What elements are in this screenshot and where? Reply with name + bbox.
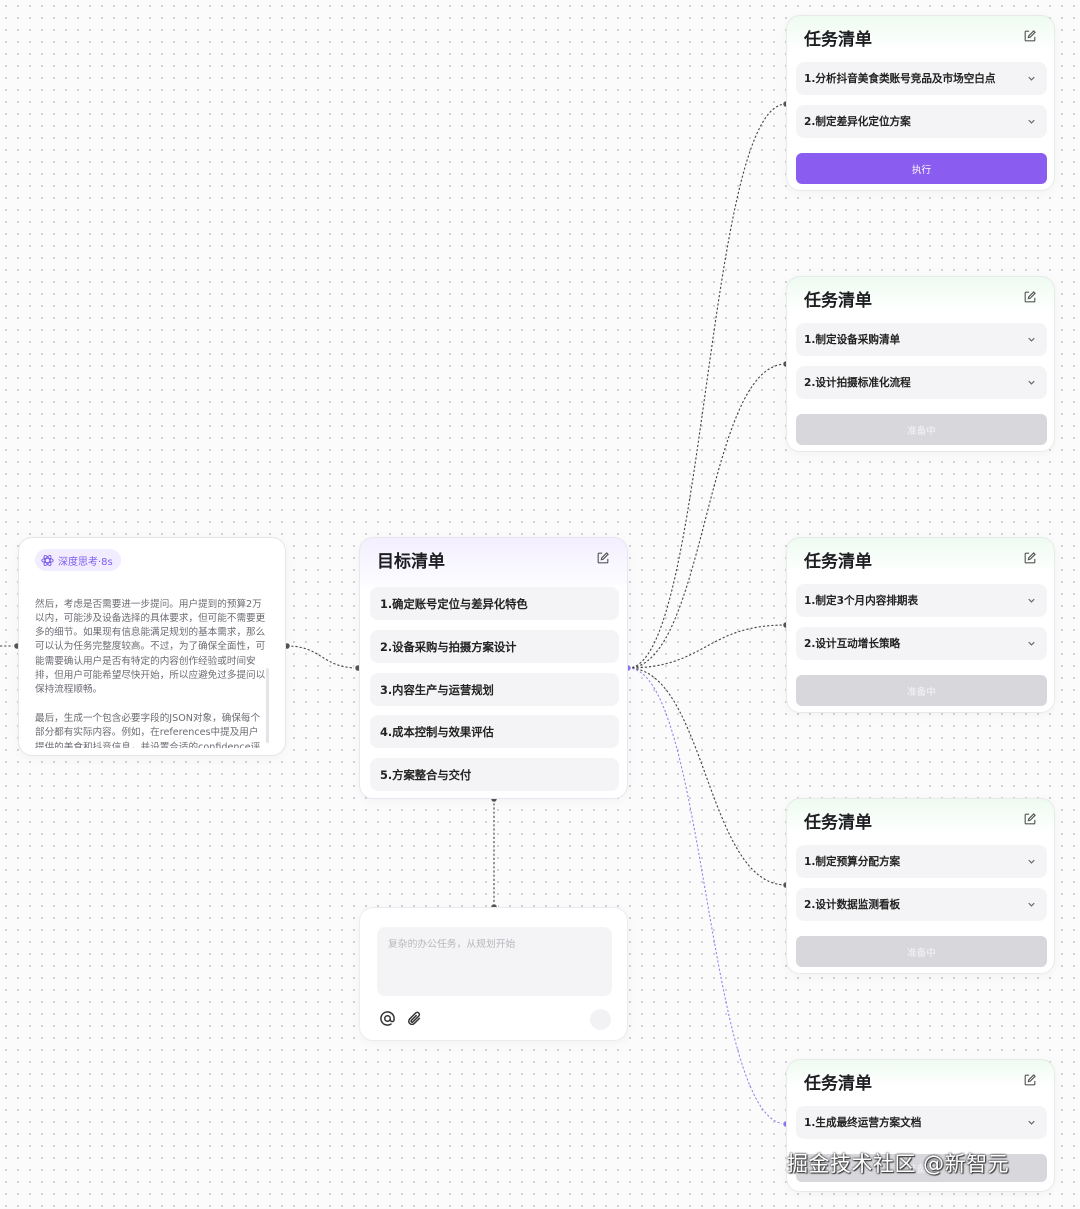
- edit-icon[interactable]: [1023, 290, 1037, 304]
- task-item[interactable]: 2.设计数据监测看板: [796, 888, 1047, 921]
- send-button[interactable]: [590, 1009, 611, 1030]
- chevron-down-icon: [1028, 119, 1035, 124]
- chevron-down-icon: [1028, 1120, 1035, 1125]
- mention-icon[interactable]: [379, 1010, 396, 1027]
- task-list-title: 任务清单: [804, 1074, 872, 1094]
- task-item[interactable]: 2.制定差异化定位方案: [796, 105, 1047, 138]
- edit-icon[interactable]: [1023, 812, 1037, 826]
- thinking-badge[interactable]: 深度思考·8s: [35, 549, 121, 571]
- task-list-card: 任务清单 1.制定3个月内容排期表 2.设计互动增长策略 准备中: [786, 537, 1055, 713]
- chevron-down-icon: [1028, 337, 1035, 342]
- thinking-paragraph: 最后，生成一个包含必要字段的JSON对象，确保每个部分都有实际内容。例如，在re…: [35, 712, 261, 748]
- task-list-title: 任务清单: [804, 30, 872, 50]
- chevron-down-icon: [1028, 859, 1035, 864]
- chevron-down-icon: [1028, 598, 1035, 603]
- chevron-down-icon: [1028, 380, 1035, 385]
- goal-item[interactable]: 3.内容生产与运营规划: [370, 673, 619, 706]
- task-item[interactable]: 1.制定预算分配方案: [796, 845, 1047, 878]
- task-item-label: 1.分析抖音美食类账号竞品及市场空白点: [804, 73, 996, 85]
- thinking-text: 然后，考虑是否需要进一步提问。用户提到的预算2万以内，可能涉及设备选择的具体要求…: [35, 578, 267, 748]
- preparing-button[interactable]: 准备中: [796, 1154, 1047, 1182]
- edit-icon[interactable]: [1023, 551, 1037, 565]
- task-item-label: 1.制定3个月内容排期表: [804, 595, 919, 607]
- task-item[interactable]: 1.制定设备采购清单: [796, 323, 1047, 356]
- task-item-label: 2.设计拍摄标准化流程: [804, 377, 911, 389]
- goal-list-card: 目标清单 1.确定账号定位与差异化特色 2.设备采购与拍摄方案设计 3.内容生产…: [359, 537, 628, 799]
- task-item-label: 2.设计数据监测看板: [804, 899, 901, 911]
- task-input-card: [359, 907, 628, 1041]
- task-item-label: 1.制定预算分配方案: [804, 856, 901, 868]
- edit-icon[interactable]: [596, 551, 610, 565]
- execute-button[interactable]: 执行: [796, 153, 1047, 184]
- goal-item[interactable]: 2.设备采购与拍摄方案设计: [370, 630, 619, 663]
- task-list-title: 任务清单: [804, 552, 872, 572]
- chevron-down-icon: [1028, 641, 1035, 646]
- task-list-card: 任务清单 1.分析抖音美食类账号竞品及市场空白点 2.制定差异化定位方案 执行: [786, 15, 1055, 191]
- goal-item[interactable]: 5.方案整合与交付: [370, 758, 619, 791]
- thinking-scrollbar[interactable]: [266, 668, 269, 743]
- thinking-card: 深度思考·8s 然后，考虑是否需要进一步提问。用户提到的预算2万以内，可能涉及设…: [18, 537, 286, 756]
- preparing-button[interactable]: 准备中: [796, 936, 1047, 967]
- watermark: 掘金技术社区 @新智元: [787, 1152, 1010, 1176]
- task-list-card: 任务清单 1.制定预算分配方案 2.设计数据监测看板 准备中: [786, 798, 1055, 974]
- task-item-label: 2.设计互动增长策略: [804, 638, 901, 650]
- atom-icon: [41, 554, 54, 566]
- thinking-badge-label: 深度思考·8s: [58, 556, 113, 568]
- thinking-fade: [29, 574, 275, 586]
- attachment-icon[interactable]: [406, 1010, 423, 1027]
- task-item[interactable]: 1.生成最终运营方案文档: [796, 1106, 1047, 1139]
- thinking-paragraph: 然后，考虑是否需要进一步提问。用户提到的预算2万以内，可能涉及设备选择的具体要求…: [35, 598, 266, 696]
- preparing-button[interactable]: 准备中: [796, 675, 1047, 706]
- task-item[interactable]: 1.制定3个月内容排期表: [796, 584, 1047, 617]
- task-input[interactable]: [377, 927, 612, 996]
- task-list-title: 任务清单: [804, 813, 872, 833]
- task-list-card: 任务清单 1.生成最终运营方案文档 准备中: [786, 1059, 1055, 1192]
- task-item-label: 1.生成最终运营方案文档: [804, 1117, 922, 1129]
- chevron-down-icon: [1028, 76, 1035, 81]
- chevron-down-icon: [1028, 902, 1035, 907]
- task-item-label: 2.制定差异化定位方案: [804, 116, 911, 128]
- goal-list-title: 目标清单: [377, 552, 445, 572]
- preparing-button[interactable]: 准备中: [796, 414, 1047, 445]
- task-list-card: 任务清单 1.制定设备采购清单 2.设计拍摄标准化流程 准备中: [786, 276, 1055, 452]
- edit-icon[interactable]: [1023, 1073, 1037, 1087]
- task-item[interactable]: 2.设计互动增长策略: [796, 627, 1047, 660]
- edit-icon[interactable]: [1023, 29, 1037, 43]
- task-item[interactable]: 1.分析抖音美食类账号竞品及市场空白点: [796, 62, 1047, 95]
- task-item[interactable]: 2.设计拍摄标准化流程: [796, 366, 1047, 399]
- task-list-title: 任务清单: [804, 291, 872, 311]
- goal-item[interactable]: 4.成本控制与效果评估: [370, 715, 619, 748]
- task-item-label: 1.制定设备采购清单: [804, 334, 901, 346]
- goal-item[interactable]: 1.确定账号定位与差异化特色: [370, 587, 619, 620]
